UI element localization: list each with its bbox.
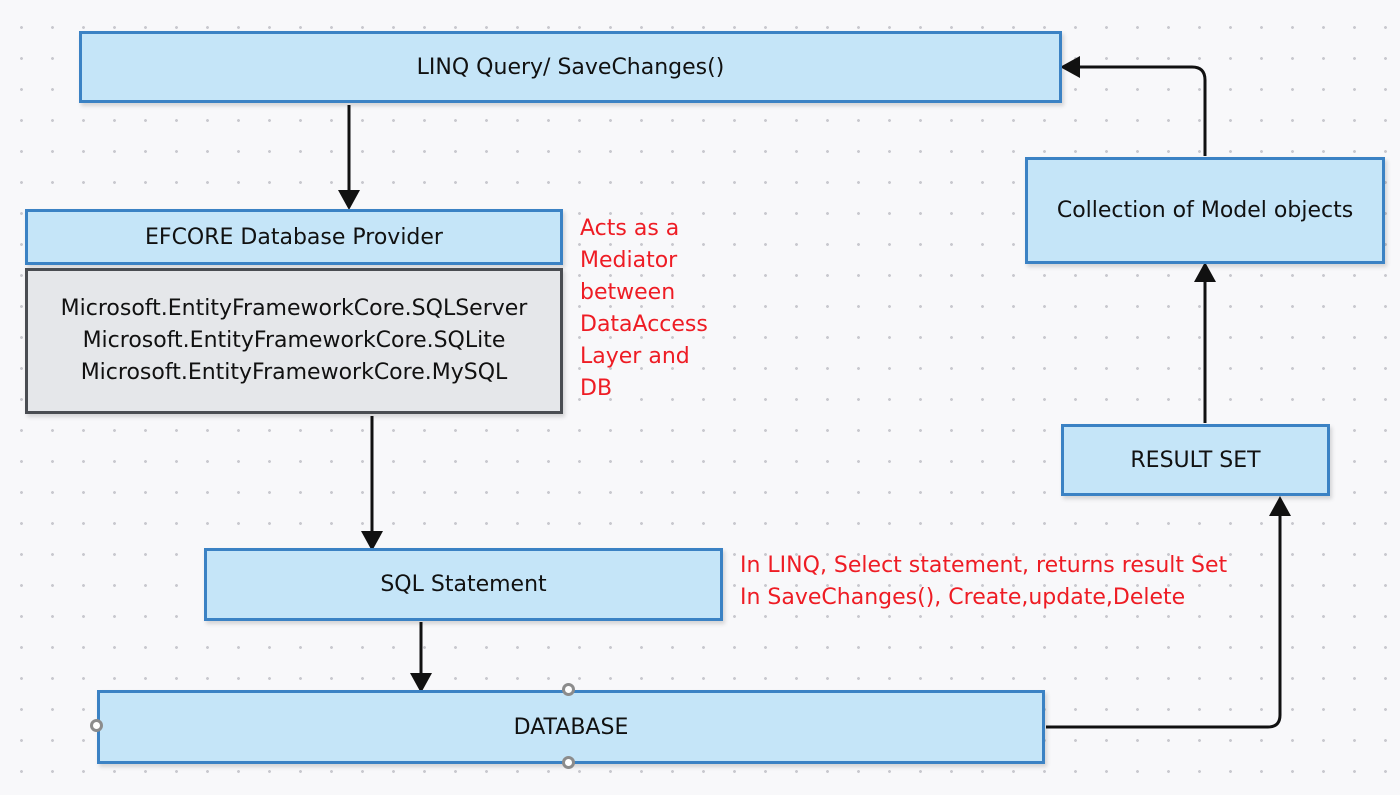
database-label: DATABASE: [513, 714, 629, 740]
efcore-provider-node[interactable]: EFCORE Database Provider: [25, 209, 563, 265]
arrowhead-linq-to-provider: [338, 190, 360, 210]
sql-note-line: In SaveChanges(), Create,update,Delete: [740, 585, 1186, 610]
mediator-note-line: DataAccess: [580, 312, 708, 337]
result-set-node[interactable]: RESULT SET: [1061, 424, 1330, 496]
package-mysql: Microsoft.EntityFrameworkCore.MySQL: [80, 360, 508, 385]
connection-handle-left[interactable]: [90, 719, 103, 732]
connection-handle-top[interactable]: [562, 683, 575, 696]
sql-note[interactable]: In LINQ, Select statement, returns resul…: [740, 550, 1227, 614]
mediator-note-line: between: [580, 280, 676, 305]
arrow-database-to-result-set[interactable]: [1046, 500, 1282, 729]
mediator-note-line: DB: [580, 376, 613, 401]
mediator-note-line: Acts as a: [580, 216, 680, 241]
model-objects-label: Collection of Model objects: [1056, 198, 1354, 223]
connection-handle-bottom[interactable]: [562, 756, 575, 769]
arrowhead-model-objects-to-linq: [1060, 56, 1080, 78]
linq-query-node[interactable]: LINQ Query/ SaveChanges(): [79, 31, 1062, 103]
arrowhead-sql-to-database: [410, 673, 432, 693]
database-node[interactable]: DATABASE: [97, 690, 1045, 764]
sql-statement-node[interactable]: SQL Statement: [204, 548, 723, 621]
arrowhead-provider-to-sql: [361, 531, 383, 551]
package-sqlite: Microsoft.EntityFrameworkCore.SQLite: [82, 328, 506, 353]
sql-note-line: In LINQ, Select statement, returns resul…: [740, 553, 1228, 578]
result-set-label: RESULT SET: [1130, 447, 1261, 473]
efcore-provider-label: EFCORE Database Provider: [145, 224, 443, 250]
mediator-note-line: Mediator: [580, 248, 678, 273]
provider-packages-node[interactable]: Microsoft.EntityFrameworkCore.SQLServer …: [25, 268, 563, 414]
arrowhead-database-to-result-set: [1269, 496, 1291, 516]
sql-statement-label: SQL Statement: [380, 572, 547, 597]
linq-query-label: LINQ Query/ SaveChanges(): [416, 54, 725, 80]
mediator-note-line: Layer and: [580, 344, 690, 369]
model-objects-node[interactable]: Collection of Model objects: [1025, 157, 1385, 264]
mediator-note[interactable]: Acts as a Mediator between DataAccess La…: [580, 213, 730, 405]
arrow-model-objects-to-linq[interactable]: [1064, 65, 1207, 156]
package-sqlserver: Microsoft.EntityFrameworkCore.SQLServer: [60, 296, 528, 321]
arrowhead-result-set-to-model-objects: [1194, 262, 1216, 282]
